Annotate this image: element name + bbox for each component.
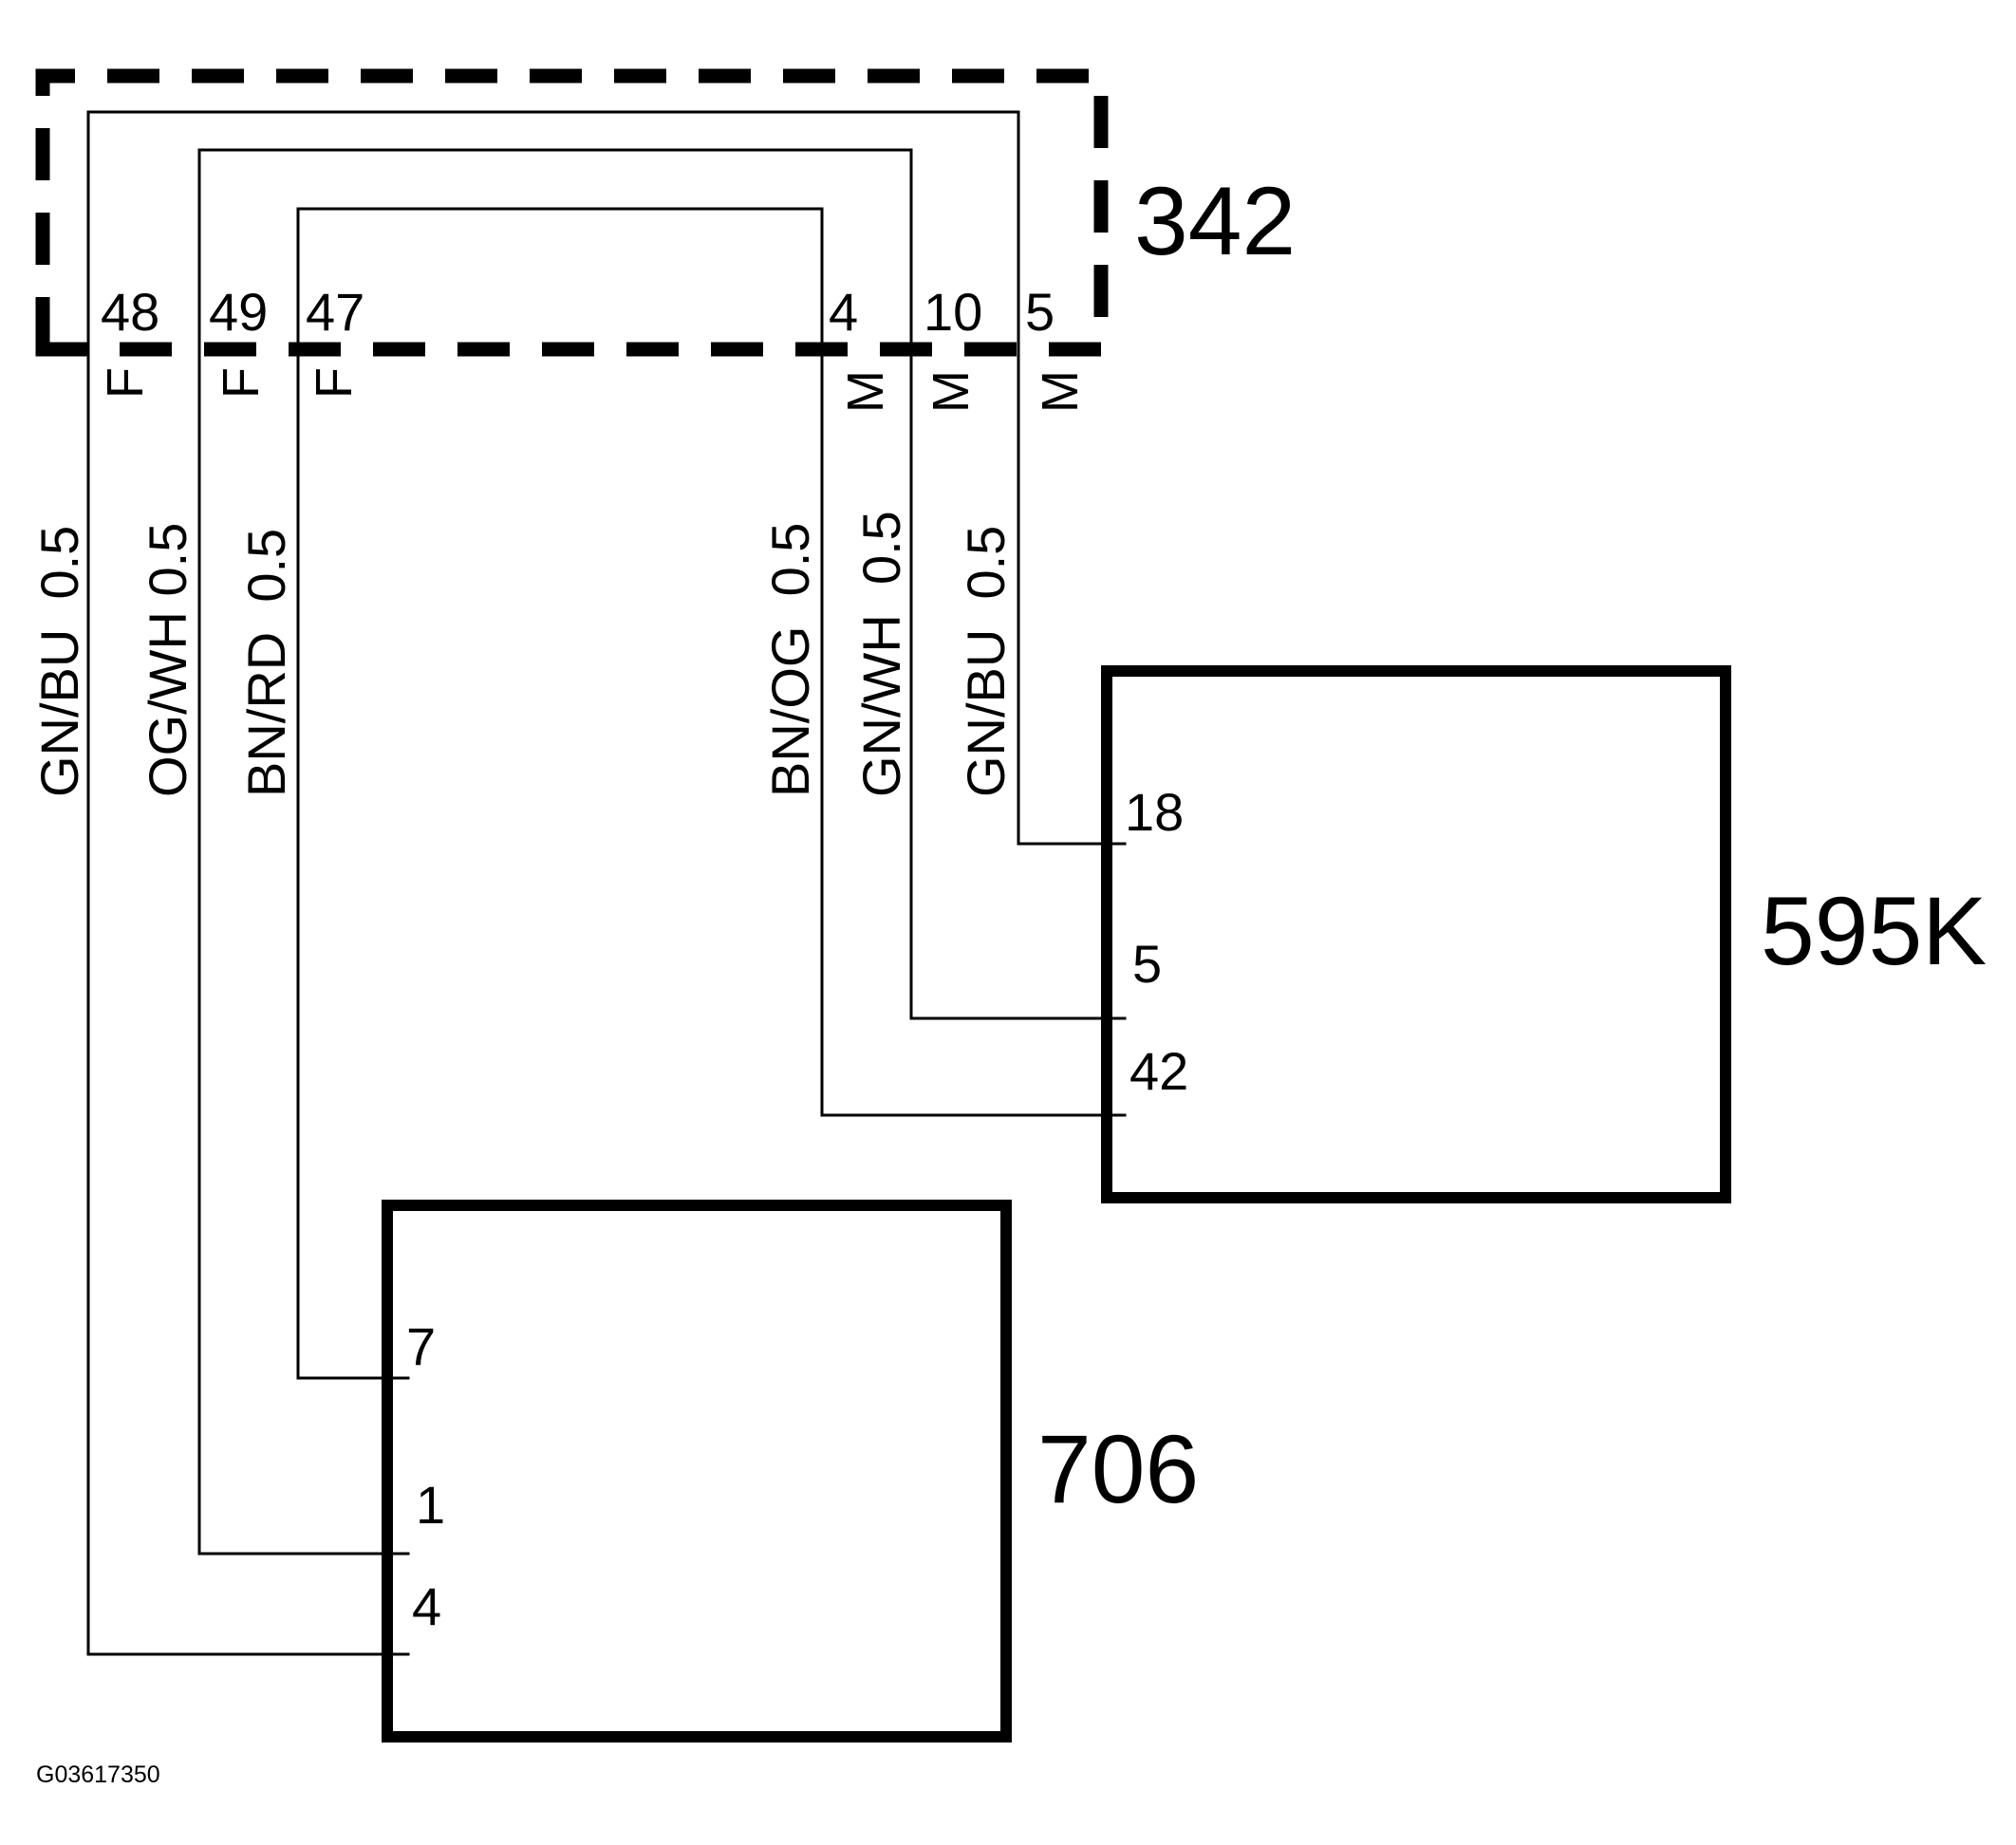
connector-342-label: 342: [1134, 167, 1296, 275]
connector-pin-4: 4: [829, 282, 858, 342]
wire-label-gn-bu-left: GN/BU 0.5: [29, 526, 89, 797]
reference-code: G03617350: [36, 1761, 160, 1788]
wire-bn-rd-47-to-706-7: [296, 207, 1127, 1380]
706-pin-7: 7: [406, 1316, 436, 1376]
component-595k-box: [1101, 665, 1731, 1203]
connector-342-outline: [35, 68, 1109, 357]
wire-label-bn-rd: BN/RD 0.5: [236, 529, 296, 797]
gender-mark-10: M: [923, 370, 980, 413]
wire-label-gn-wh: GN/WH 0.5: [851, 511, 911, 797]
595k-pin-5: 5: [1132, 934, 1162, 994]
connector-pin-5: 5: [1025, 282, 1055, 342]
connector-pin-10: 10: [924, 282, 982, 342]
connector-pin-48: 48: [101, 282, 159, 342]
706-pin-1: 1: [416, 1475, 445, 1535]
595k-pin-18: 18: [1125, 782, 1184, 842]
component-706-label: 706: [1037, 1415, 1199, 1523]
595k-pin-42: 42: [1129, 1041, 1188, 1101]
706-pin-4: 4: [412, 1576, 441, 1636]
component-706-box: [382, 1200, 1012, 1742]
connector-pin-49: 49: [209, 282, 268, 342]
gender-mark-5: M: [1032, 370, 1089, 413]
wire-gn-bu-48-to-706-4: [86, 110, 1127, 1656]
gender-mark-48: F: [97, 367, 154, 399]
wire-label-bn-og: BN/OG 0.5: [760, 523, 820, 797]
component-595k-label: 595K: [1761, 877, 1987, 985]
connector-pin-47: 47: [306, 282, 364, 342]
gender-mark-47: F: [306, 367, 363, 399]
gender-mark-49: F: [213, 367, 270, 399]
wire-label-gn-bu-right: GN/BU 0.5: [956, 526, 1016, 797]
wire-og-wh-49-to-706-1: [197, 148, 1127, 1556]
gender-mark-4: M: [837, 370, 894, 413]
wire-label-og-wh: OG/WH 0.5: [138, 523, 197, 797]
